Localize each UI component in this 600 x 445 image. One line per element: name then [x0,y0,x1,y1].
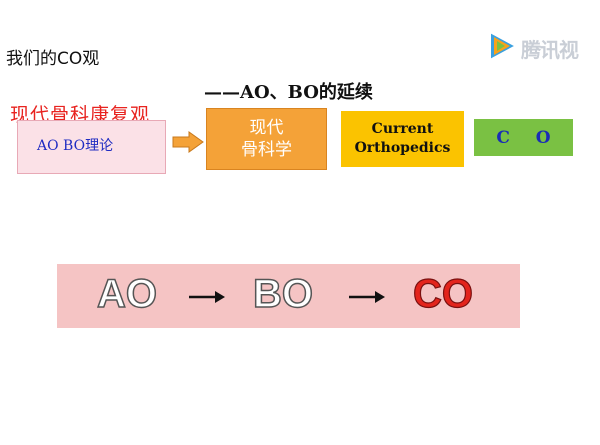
watermark-logo: 腾讯视 [485,28,600,68]
co-box: C O [474,119,573,156]
ao-bo-co-sequence: AO BO CO [57,264,520,328]
modern-orthopedics-box: 现代 骨科学 [206,108,327,170]
watermark-text: 腾讯视 [521,38,579,62]
block-arrow-right-icon [172,131,204,153]
ao-bo-theory-box: AO BO理论 [17,120,166,174]
modern-orthopedics-line-1: 现代 [249,118,284,138]
current-orthopedics-line-2: Orthopedics [354,140,451,156]
sequence-ao: AO [96,271,158,317]
current-orthopedics-box: Current Orthopedics [341,111,464,167]
sequence-co: CO [412,271,473,316]
arrow-right-icon [349,291,385,303]
co-box-label: C O [496,127,561,148]
slide-title: 我们的CO观 [6,49,100,69]
slide-subtitle: ——AO、BO的延续 [204,82,373,103]
modern-orthopedics-line-2: 骨科学 [241,140,292,160]
arrow-right-icon [189,291,225,303]
ao-bo-theory-label: AO BO理论 [37,138,114,154]
current-orthopedics-line-1: Current [371,121,434,137]
tencent-video-play-icon [489,30,519,62]
sequence-bo: BO [252,271,314,317]
